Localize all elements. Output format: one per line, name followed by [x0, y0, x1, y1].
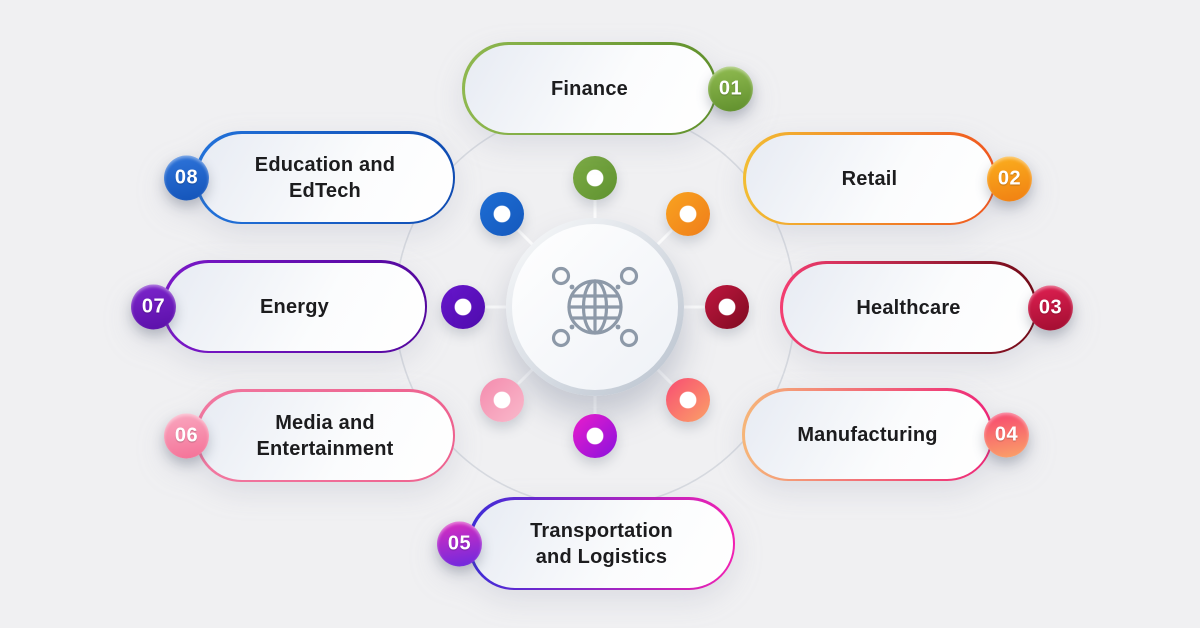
number-badge: 01 [708, 66, 753, 111]
pill-label: Healthcare [856, 296, 961, 319]
pill-label: Manufacturing [797, 423, 938, 446]
pill-body: Retail [745, 134, 994, 223]
pill-label: Media and Entertainment [256, 411, 394, 460]
number-badge: 07 [131, 284, 176, 329]
pill-label: Finance [551, 77, 628, 100]
pill-body: Education and EdTech [197, 133, 453, 222]
number-badge: 04 [984, 412, 1029, 457]
manufacturing-dot [666, 378, 710, 422]
transportation-pill: Transportation and Logistics 05 [437, 497, 735, 590]
pill-label: Energy [259, 295, 329, 318]
number-badge: 06 [164, 413, 209, 458]
number-badge: 05 [437, 521, 482, 566]
finance-pill: Finance 01 [462, 42, 753, 135]
pill-body: Transportation and Logistics [470, 499, 733, 588]
pill-body: Energy [164, 262, 425, 351]
energy-pill: Energy 07 [131, 260, 427, 353]
healthcare-dot [705, 285, 749, 329]
retail-dot [666, 192, 710, 236]
media-dot [480, 378, 524, 422]
pill-body: Manufacturing [744, 390, 991, 479]
number-badge: 02 [987, 156, 1032, 201]
media-pill: Media and Entertainment 06 [164, 389, 455, 482]
healthcare-pill: Healthcare 03 [780, 261, 1073, 354]
education-dot [480, 192, 524, 236]
pill-body: Healthcare [782, 263, 1035, 352]
pill-body: Finance [464, 44, 715, 133]
pill-body: Media and Entertainment [197, 391, 453, 480]
transportation-dot [573, 414, 617, 458]
number-badge: 03 [1028, 285, 1073, 330]
pill-label: Transportation and Logistics [530, 519, 673, 568]
retail-pill: Retail 02 [743, 132, 1032, 225]
center-hub-face [512, 224, 678, 390]
pill-label: Education and EdTech [254, 153, 396, 202]
number-badge: 08 [164, 155, 209, 200]
energy-dot [441, 285, 485, 329]
finance-dot [573, 156, 617, 200]
education-pill: Education and EdTech 08 [164, 131, 455, 224]
center-hub [506, 218, 684, 396]
pill-label: Retail [841, 167, 898, 190]
manufacturing-pill: Manufacturing 04 [742, 388, 1029, 481]
globe-network-icon [551, 266, 639, 348]
